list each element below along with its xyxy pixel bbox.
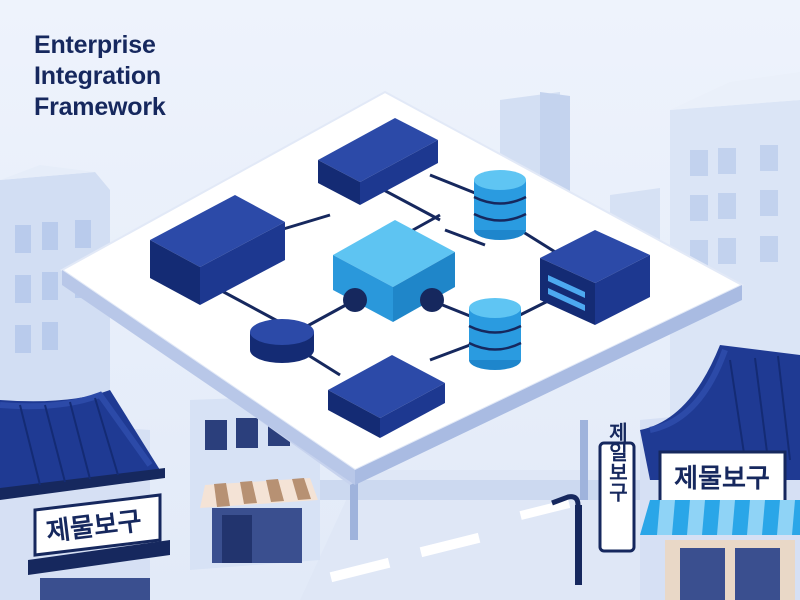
block-left[interactable] [150, 195, 285, 305]
vertical-sign [598, 441, 636, 553]
hub-cube[interactable] [333, 220, 455, 322]
title-line-1: Enterprise [34, 31, 156, 59]
database-bottom-icon[interactable] [468, 298, 522, 370]
background-buildings [0, 72, 800, 430]
left-shop [0, 390, 170, 600]
right-shop-sign: 제물보구 [674, 464, 770, 494]
title-line-2: Integration [34, 62, 161, 90]
vertical-sign-text: 제일보구 [605, 422, 629, 503]
block-bottom[interactable] [328, 355, 445, 438]
block-top[interactable] [318, 118, 438, 205]
platform-supports [350, 420, 588, 585]
disc-icon[interactable] [250, 319, 314, 363]
page-title: Enterprise Integration Framework [34, 30, 166, 123]
title-line-3: Framework [34, 93, 166, 121]
database-top-icon[interactable] [473, 170, 527, 240]
server-icon[interactable] [540, 230, 650, 325]
right-shop [640, 345, 800, 600]
